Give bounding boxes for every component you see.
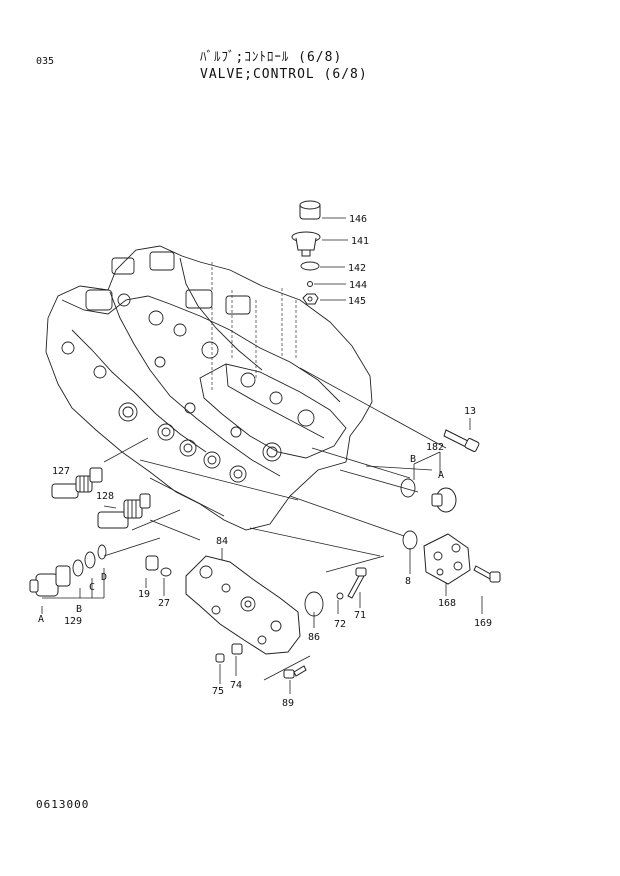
callout-127: 127: [52, 466, 70, 477]
part-142-ring: [300, 261, 320, 271]
callout-A-left: A: [38, 614, 44, 625]
callout-141: 141: [351, 236, 369, 247]
callout-71: 71: [354, 610, 366, 621]
callout-74: 74: [230, 680, 242, 691]
callout-labels: 146 141 142 144 145 13 182 B A 127 128 8…: [38, 214, 492, 709]
part-144-ball: [307, 281, 313, 287]
callout-A-right: A: [438, 470, 444, 481]
callout-19: 19: [138, 589, 150, 600]
callout-182: 182: [426, 442, 444, 453]
part-75-plug: [215, 653, 225, 663]
title-japanese: ﾊﾞﾙﾌﾞ;ｺﾝﾄﾛｰﾙ (6/8): [200, 50, 343, 65]
callout-142: 142: [348, 263, 366, 274]
callout-D: D: [101, 572, 107, 583]
valve-body: [45, 245, 373, 531]
part-13-bolt: [443, 429, 480, 452]
callout-129: 129: [64, 616, 82, 627]
part-89-bolt: [283, 665, 307, 679]
callout-145: 145: [348, 296, 366, 307]
callout-84: 84: [216, 536, 228, 547]
callout-B-left: B: [76, 604, 82, 615]
callout-B-right: B: [410, 454, 416, 465]
part-141-valve: [291, 231, 321, 257]
part-127-assembly: [51, 467, 103, 499]
page-number: 035: [36, 56, 55, 67]
part-71-bolt: [347, 567, 367, 599]
callout-128: 128: [96, 491, 114, 502]
callout-86: 86: [308, 632, 320, 643]
part-oring-upper: [400, 478, 416, 498]
guide-lines: [103, 262, 447, 681]
title-english: VALVE;CONTROL (6/8): [200, 67, 368, 82]
footer-code: 0613000: [36, 798, 90, 811]
part-168-cover: [423, 533, 471, 585]
callout-146: 146: [349, 214, 367, 225]
part-72-ring: [336, 592, 344, 600]
part-84-cover: [185, 555, 301, 655]
part-74-nut: [231, 643, 243, 655]
part-128-assembly: [97, 493, 151, 529]
callout-75: 75: [212, 686, 224, 697]
part-146-cap: [299, 200, 321, 220]
callout-27: 27: [158, 598, 170, 609]
part-27-oring: [160, 567, 172, 577]
part-19-plug: [145, 555, 159, 571]
part-86-oring: [304, 591, 324, 617]
part-145-seat: [302, 293, 319, 305]
callout-C: C: [89, 582, 95, 593]
part-129-assembly: [29, 544, 107, 597]
part-oring-8: [402, 530, 418, 550]
callout-8: 8: [405, 576, 411, 587]
part-182-plug: [431, 487, 457, 513]
part-169-bolt: [473, 565, 501, 583]
callout-72: 72: [334, 619, 346, 630]
callout-169: 169: [474, 618, 492, 629]
callout-144: 144: [349, 280, 367, 291]
callout-89: 89: [282, 698, 294, 709]
callout-13: 13: [464, 406, 476, 417]
callout-168: 168: [438, 598, 456, 609]
